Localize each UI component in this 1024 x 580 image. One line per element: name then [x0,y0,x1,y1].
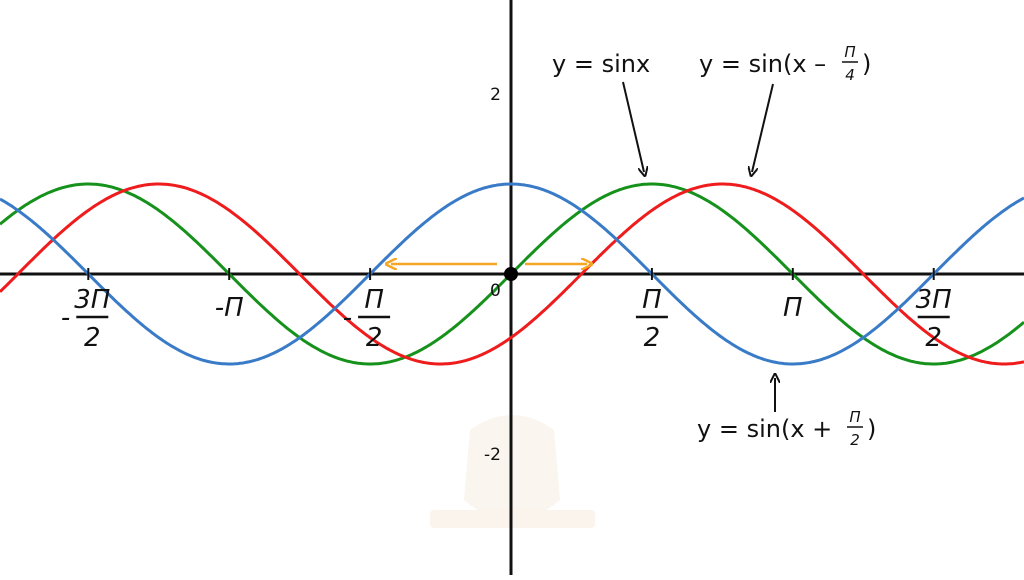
annotation-shift-right-prefix: y = sin(x – [699,50,826,78]
series-line-2 [0,182,1024,366]
x-tick-sign-2: - [343,303,352,333]
x-tick-den-5: 2 [925,323,942,353]
series-line-1 [0,182,1024,366]
annotation-shift-left-frac-den: 2 [850,431,860,449]
annotation-sin-arrow [622,81,644,172]
x-tick-den-2: 2 [366,323,383,353]
x-tick-num-5: 3Π [916,285,952,315]
annotation-sin: y = sinx [552,50,650,172]
annotation-shift-right-suffix: ) [862,50,871,78]
annotation-shift-left-prefix: y = sin(x + [697,415,832,443]
x-tick-den-3: 2 [644,323,661,353]
y-tick-label-1: -2 [484,445,501,465]
annotation-shift-right: y = sin(x – Π 4 ) [699,43,871,172]
annotation-shift-left-frac-num: Π [849,408,860,426]
annotation-sin-text: y = sinx [552,50,650,78]
x-tick-label-1: -Π [215,293,244,323]
x-tick-num-2: Π [364,285,384,315]
y-tick-label-0: 2 [490,85,501,105]
x-tick-den-0: 2 [84,323,101,353]
annotation-shift-left-suffix: ) [867,415,876,443]
x-tick-num-3: Π [642,285,662,315]
origin-label: 0 [490,281,501,301]
annotation-shift-right-arrow [752,83,774,172]
annotation-shift-right-frac-num: Π [844,43,855,61]
x-tick-sign-0: - [61,303,70,333]
x-tick-label-4: Π [783,293,803,323]
annotation-shift-right-frac-den: 4 [845,66,855,84]
origin-point [504,267,518,281]
annotation-shift-left: y = sin(x + Π 2 ) [697,378,876,449]
x-tick-num-0: 3Π [74,285,110,315]
